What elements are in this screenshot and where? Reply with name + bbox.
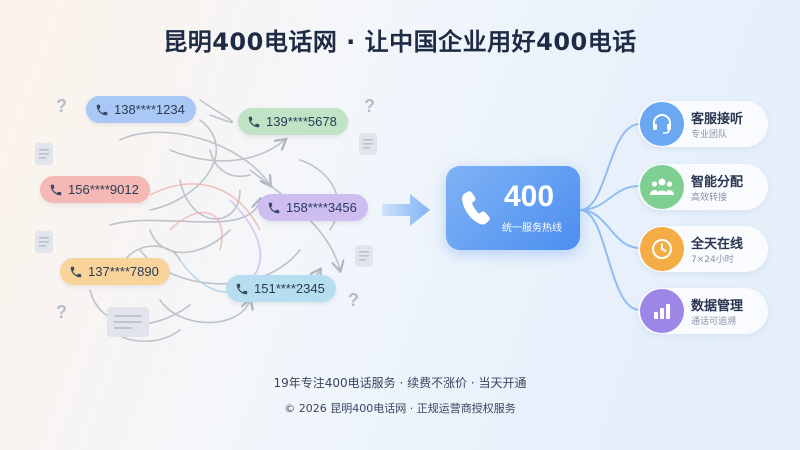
caller-number: 138****1234 bbox=[114, 102, 185, 117]
phone-icon bbox=[236, 283, 248, 294]
document-icon bbox=[35, 231, 53, 253]
hub-subtitle: 统一服务热线 bbox=[502, 223, 562, 234]
question-mark: ? bbox=[56, 302, 67, 322]
caller-pill-4: 158****3456 bbox=[258, 194, 368, 221]
bar-chart-icon bbox=[640, 289, 684, 333]
caller-number: 139****5678 bbox=[266, 114, 337, 129]
page-title: 昆明400电话网 · 让中国企业用好400电话 bbox=[163, 28, 637, 56]
phone-icon bbox=[70, 266, 82, 277]
caller-number: 156****9012 bbox=[68, 182, 139, 197]
phone-icon bbox=[50, 184, 62, 195]
document-icon bbox=[35, 143, 53, 165]
caller-pill-6: 151****2345 bbox=[226, 275, 336, 302]
feature-smart-routing: 智能分配 高效转接 bbox=[638, 164, 768, 210]
document-icon bbox=[355, 245, 373, 267]
feature-subtitle: 通话可追溯 bbox=[691, 317, 737, 327]
feature-title: 数据管理 bbox=[691, 299, 744, 314]
feature-title: 客服接听 bbox=[691, 112, 744, 127]
hotline-hub: 400 统一服务热线 bbox=[446, 166, 580, 250]
footer-copyright: © 2026 昆明400电话网 · 正规运营商授权服务 bbox=[284, 402, 516, 415]
headset-icon bbox=[640, 102, 684, 146]
question-mark: ? bbox=[364, 96, 375, 116]
question-mark: ? bbox=[348, 290, 359, 310]
feature-subtitle: 高效转接 bbox=[691, 193, 728, 203]
phone-icon bbox=[462, 191, 490, 225]
caller-pill-5: 137****7890 bbox=[60, 258, 170, 285]
chaos-area: 138****1234 139****5678 156****9012 158*… bbox=[35, 96, 377, 342]
hub-connectors bbox=[579, 123, 641, 311]
question-mark: ? bbox=[56, 96, 67, 116]
flow-arrow-icon bbox=[382, 194, 430, 226]
caller-pill-2: 139****5678 bbox=[238, 108, 348, 135]
phone-icon bbox=[248, 116, 260, 127]
feature-title: 全天在线 bbox=[691, 237, 744, 252]
feature-subtitle: 专业团队 bbox=[691, 130, 728, 140]
message-card-icon bbox=[107, 307, 149, 337]
caller-number: 151****2345 bbox=[254, 281, 325, 296]
feature-customer-service: 客服接听 专业团队 bbox=[638, 101, 768, 147]
phone-icon bbox=[268, 202, 280, 213]
feature-data-management: 数据管理 通话可追溯 bbox=[638, 288, 768, 334]
document-icon bbox=[359, 133, 377, 155]
feature-title: 智能分配 bbox=[691, 175, 744, 190]
footer-slogan: 19年专注400电话服务 · 续费不涨价 · 当天开通 bbox=[273, 376, 527, 390]
feature-always-online: 全天在线 7×24小时 bbox=[638, 226, 768, 272]
phone-icon bbox=[96, 104, 108, 115]
caller-number: 158****3456 bbox=[286, 200, 357, 215]
caller-pill-3: 156****9012 bbox=[40, 176, 150, 203]
caller-pill-1: 138****1234 bbox=[86, 96, 196, 123]
feature-subtitle: 7×24小时 bbox=[691, 255, 734, 265]
hub-number: 400 bbox=[504, 180, 555, 213]
caller-number: 137****7890 bbox=[88, 264, 159, 279]
team-icon bbox=[640, 165, 684, 209]
clock-icon bbox=[640, 227, 684, 271]
